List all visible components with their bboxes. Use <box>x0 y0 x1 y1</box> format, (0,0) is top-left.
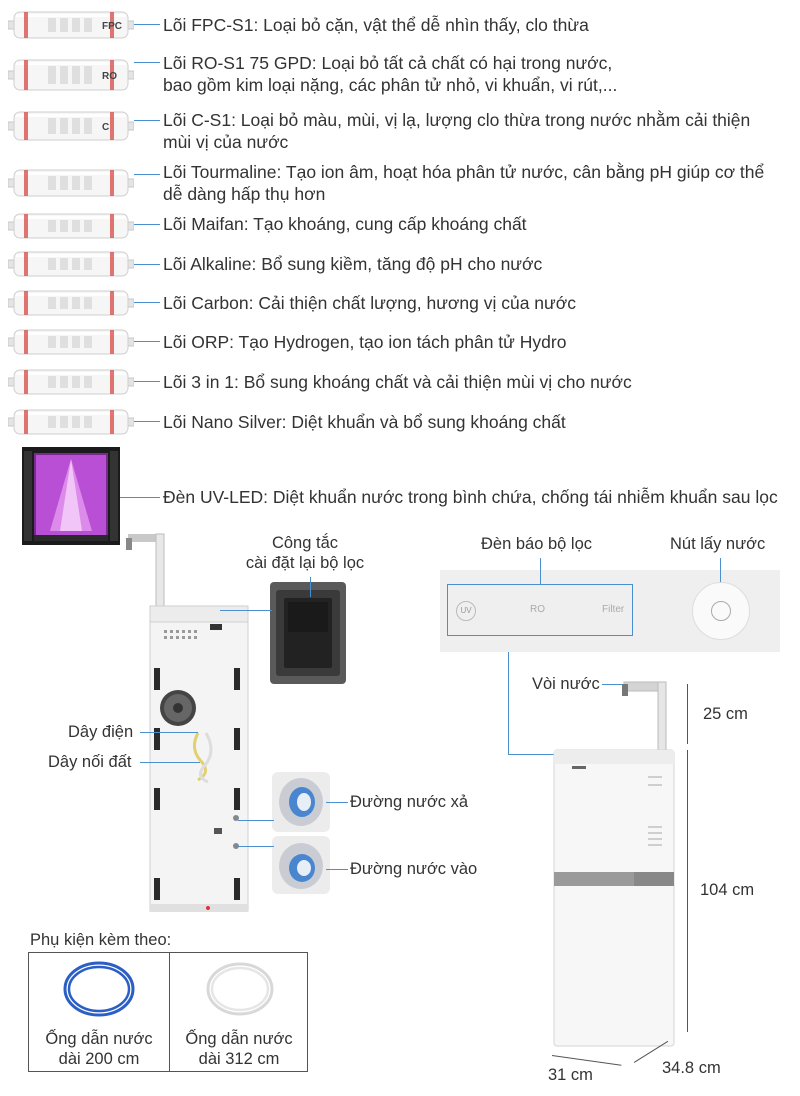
panel-leader-h <box>508 754 580 755</box>
indicator-box: UV RO Filter <box>447 584 633 636</box>
reset-switch-photo <box>270 582 346 684</box>
inlet-port-leader <box>238 846 274 847</box>
ground-wire-label: Dây nối đất <box>48 753 132 771</box>
indicator-leader-top <box>540 558 541 584</box>
filter-indicator-label: Đèn báo bộ lọc <box>481 535 592 553</box>
cartridge-icon <box>8 251 134 277</box>
cartridge-icon: FPC <box>8 11 134 39</box>
width-dim-line <box>551 1055 622 1066</box>
accessory-item-blue-tube: Ống dẫn nước dài 200 cm <box>29 953 169 1071</box>
filter-cartridge-6 <box>8 289 134 317</box>
accessories-box: Ống dẫn nước dài 200 cm Ống dẫn nước dài… <box>28 952 308 1072</box>
faucet-label: Vòi nước <box>532 675 600 693</box>
ground-wire-leader <box>140 762 200 763</box>
filter-cartridge-7 <box>8 328 134 356</box>
dispenser-back-view <box>120 528 260 918</box>
inlet-line-label: Đường nước vào <box>350 860 478 878</box>
reset-switch-label: Công tắc cài đặt lại bộ lọc <box>245 534 365 572</box>
uv-led-label: Đèn UV-LED: Diệt khuẩn nước trong bình c… <box>163 487 778 507</box>
cartridge-icon: C <box>8 111 134 141</box>
blue-tube-label: Ống dẫn nước dài 200 cm <box>45 1030 153 1068</box>
filter-label-tourmaline: Lõi Tourmaline: Tạo ion âm, hoạt hóa phâ… <box>163 162 765 204</box>
panel-leader-v <box>508 652 509 754</box>
inlet-port-photo <box>272 836 330 894</box>
white-tube-label: Ống dẫn nước dài 312 cm <box>185 1030 293 1068</box>
filter-cartridge-8 <box>8 368 134 396</box>
filter-leader-0 <box>134 24 160 25</box>
filter-cartridge-0: FPC <box>8 10 134 40</box>
depth-dim: 34.8 cm <box>662 1059 721 1077</box>
faucet-height-dim: 25 cm <box>703 705 748 723</box>
svg-text:C: C <box>102 122 109 133</box>
filter-cartridge-3 <box>8 168 134 198</box>
faucet-dim-line <box>687 684 688 744</box>
drain-port-photo <box>272 772 330 832</box>
dispense-button[interactable] <box>692 582 750 640</box>
filter-leader-6 <box>134 302 160 303</box>
filter-leader-5 <box>134 264 160 265</box>
cartridge-icon <box>8 409 134 435</box>
accessories-title: Phụ kiện kèm theo: <box>30 931 172 949</box>
filter-leader-2 <box>134 120 160 121</box>
power-ring-icon <box>711 601 731 621</box>
cartridge-icon <box>8 329 134 355</box>
svg-text:RO: RO <box>102 71 117 82</box>
filter-label-maifan: Lõi Maifan: Tạo khoáng, cung cấp khoáng … <box>163 214 527 234</box>
power-cord-leader <box>140 732 198 733</box>
filter-indicator: Filter <box>602 604 625 615</box>
drain-label-leader <box>326 802 348 803</box>
faucet-leader <box>602 684 622 685</box>
filter-label-fpc: Lõi FPC-S1: Loại bỏ cặn, vật thể dễ nhìn… <box>163 15 589 35</box>
reset-switch-leader-h <box>220 610 272 611</box>
filter-label-orp: Lõi ORP: Tạo Hydrogen, tạo ion tách phân… <box>163 332 567 352</box>
blue-tube-icon <box>63 961 135 1017</box>
filter-label-3in1: Lõi 3 in 1: Bổ sung khoáng chất và cải t… <box>163 372 632 392</box>
cartridge-icon: RO <box>8 59 134 91</box>
drain-port-leader <box>238 820 274 821</box>
filter-leader-4 <box>134 224 160 225</box>
ro-indicator: RO <box>530 604 545 615</box>
filter-cartridge-2: C <box>8 110 134 142</box>
filter-label-carbon-s1: Lõi C-S1: Loại bỏ màu, mùi, vị lạ, lượng… <box>163 110 751 152</box>
inlet-label-leader <box>326 869 348 870</box>
cartridge-icon <box>8 213 134 239</box>
dispenser-front-view <box>548 676 678 1056</box>
power-cord-label: Dây điện <box>68 723 134 741</box>
uv-indicator: UV <box>456 601 476 621</box>
filter-leader-3 <box>134 174 160 175</box>
cartridge-icon <box>8 169 134 197</box>
body-height-dim: 104 cm <box>700 881 755 899</box>
width-dim: 31 cm <box>548 1066 593 1084</box>
reset-switch-leader-v <box>310 577 311 597</box>
white-tube-icon <box>206 962 274 1016</box>
filter-cartridge-1: RO <box>8 58 134 92</box>
filter-leader-9 <box>134 421 160 422</box>
filter-label-carbon: Lõi Carbon: Cải thiện chất lượng, hương … <box>163 293 576 313</box>
accessory-item-white-tube: Ống dẫn nước dài 312 cm <box>170 953 308 1071</box>
filter-leader-1 <box>134 62 160 63</box>
filter-leader-8 <box>134 381 160 382</box>
filter-label-nano-silver: Lõi Nano Silver: Diệt khuẩn và bổ sung k… <box>163 412 566 432</box>
uv-led-leader <box>120 497 160 498</box>
filter-label-alkaline: Lõi Alkaline: Bổ sung kiềm, tăng độ pH c… <box>163 254 543 274</box>
dispense-button-label: Nút lấy nước <box>670 535 766 553</box>
accessories-divider <box>169 953 170 1071</box>
filter-cartridge-4 <box>8 212 134 240</box>
drain-line-label: Đường nước xả <box>350 793 469 811</box>
cartridge-icon <box>8 369 134 395</box>
uv-led-photo <box>22 447 120 545</box>
button-leader <box>720 558 721 582</box>
filter-cartridge-9 <box>8 408 134 436</box>
height-dim-line <box>687 750 688 1032</box>
svg-text:FPC: FPC <box>102 21 122 32</box>
filter-cartridge-5 <box>8 250 134 278</box>
filter-leader-7 <box>134 341 160 342</box>
cartridge-icon <box>8 290 134 316</box>
filter-label-ro: Lõi RO-S1 75 GPD: Loại bỏ tất cả chất có… <box>163 53 618 95</box>
